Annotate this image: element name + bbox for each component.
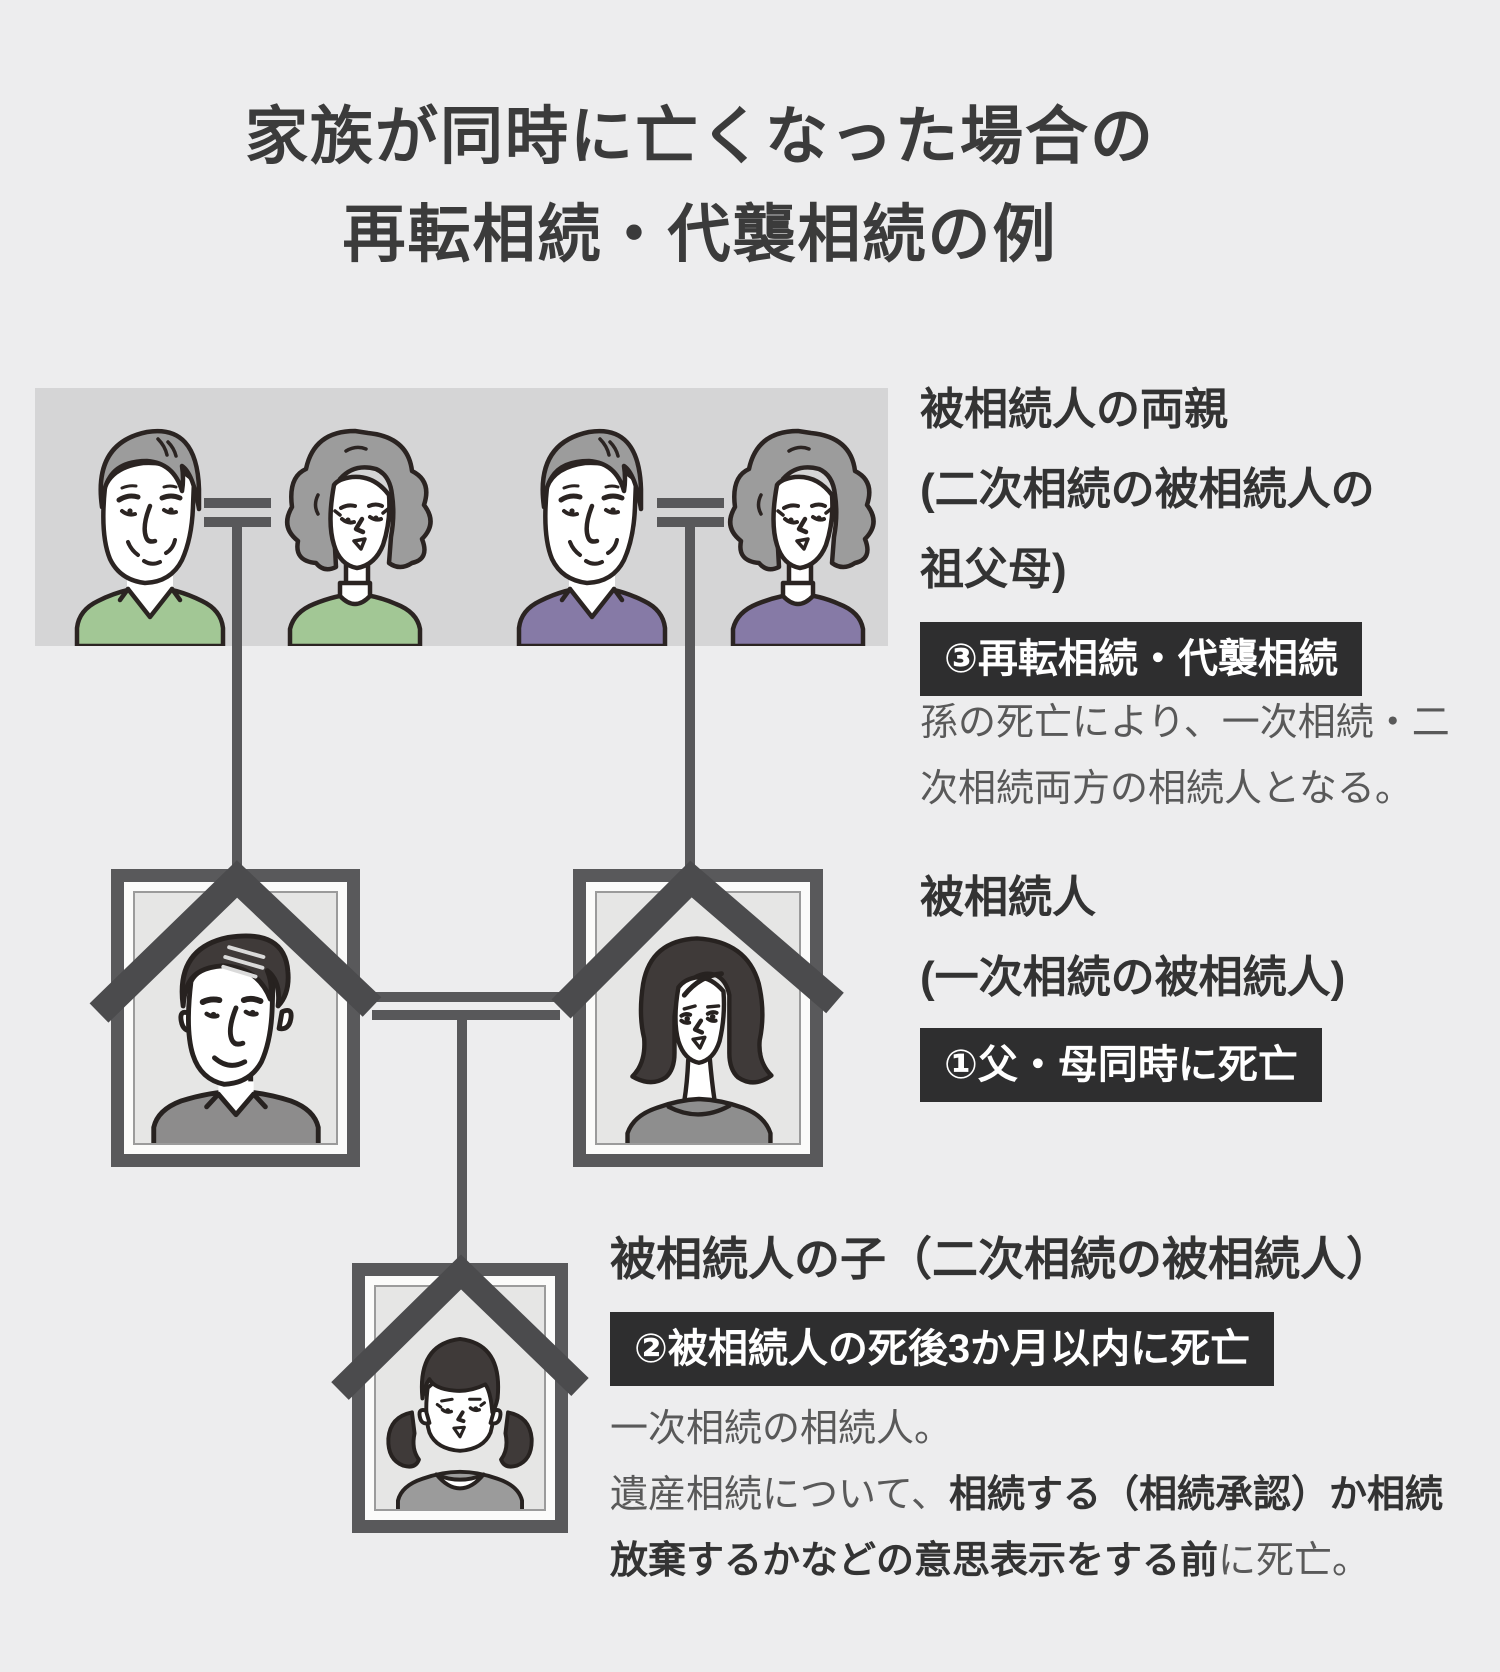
grandparents-heading: 被相続人の両親 (二次相続の被相続人の 祖父母) [920, 370, 1375, 610]
title-line-1: 家族が同時に亡くなった場合の [245, 102, 1155, 172]
elderly-man-purple-illustration [507, 411, 677, 646]
marriage-equals-left-top [204, 498, 271, 508]
page-title: 家族が同時に亡くなった場合の 再転相続・代襲相続の例 [0, 88, 1400, 284]
grandparents-heading-line-2: (二次相続の被相続人の [920, 465, 1375, 514]
elderly-woman-purple-illustration [713, 411, 883, 646]
marriage-equals-right-top [657, 498, 724, 508]
badge-parents-simultaneous-death: ①父・母同時に死亡 [920, 1028, 1322, 1102]
title-line-2: 再転相続・代襲相続の例 [342, 200, 1058, 270]
grandparents-description: 孫の死亡により、一次相続・二 次相続両方の相続人となる。 [920, 690, 1450, 822]
marriage-equals-parents-top [372, 992, 560, 1002]
child-description-line-2: 遺産相続について、相続する（相続承認）か相続 [610, 1462, 1443, 1528]
child-description-line-3-bold: 放棄するかなどの意思表示をする前 [610, 1540, 1219, 1582]
descent-line-father [232, 523, 242, 871]
child-description-line-1: 一次相続の相続人。 [610, 1408, 953, 1450]
badge-retransfer-substitution: ③再転相続・代襲相続 [920, 622, 1362, 696]
grandparents-description-line-2: 次相続両方の相続人となる。 [920, 768, 1413, 810]
child-description: 一次相続の相続人。 遺産相続について、相続する（相続承認）か相続 放棄するかなど… [610, 1396, 1443, 1594]
marriage-equals-parents-bottom [372, 1010, 560, 1020]
mother-funeral-frame [551, 860, 844, 1167]
marriage-equals-left-bottom [204, 517, 271, 527]
funeral-ribbon-father [89, 860, 382, 1023]
descent-line-mother [685, 523, 695, 871]
descent-line-child [457, 1016, 467, 1264]
funeral-ribbon-mother [551, 860, 844, 1019]
badge-child-death-within-3-months: ②被相続人の死後3か月以内に死亡 [610, 1312, 1275, 1386]
grandparents-description-line-1: 孫の死亡により、一次相続・二 [920, 702, 1450, 744]
daughter-funeral-frame [331, 1254, 589, 1533]
child-heading: 被相続人の子（二次相続の被相続人） [610, 1233, 1392, 1285]
parents-heading-line-2: (一次相続の被相続人) [920, 953, 1346, 1002]
funeral-ribbon-daughter [331, 1254, 589, 1400]
grandparents-heading-line-1: 被相続人の両親 [920, 385, 1228, 434]
grandparents-heading-line-3: 祖父母) [920, 545, 1067, 594]
parents-heading-line-1: 被相続人 [920, 873, 1096, 922]
father-funeral-frame [89, 860, 382, 1167]
elderly-woman-green-illustration [270, 411, 440, 646]
child-description-line-2-bold: 相続する（相続承認）か相続 [948, 1474, 1443, 1516]
marriage-equals-right-bottom [657, 517, 724, 527]
child-description-line-3-normal: に死亡。 [1218, 1540, 1371, 1582]
child-description-line-2-normal: 遺産相続について、 [610, 1474, 949, 1516]
elderly-man-green-illustration [65, 411, 235, 646]
parents-heading: 被相続人 (一次相続の被相続人) [920, 858, 1345, 1018]
child-description-line-3: 放棄するかなどの意思表示をする前に死亡。 [610, 1528, 1443, 1594]
